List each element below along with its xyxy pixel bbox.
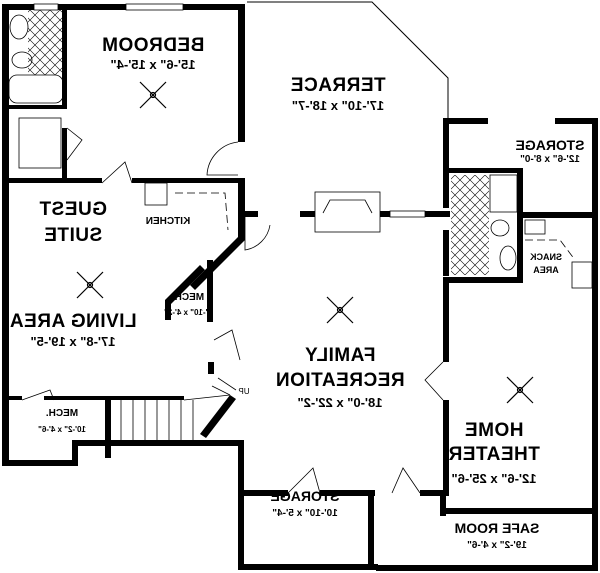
- walls: [2, 4, 598, 571]
- sink-icon: [144, 182, 168, 206]
- guest-suite-line2: SUITE: [43, 225, 103, 246]
- sink-icon: [499, 245, 517, 271]
- living-area-name: LIVING AREA: [9, 311, 137, 332]
- ceiling-fan-icon: [76, 271, 104, 299]
- door-swing-icon: [21, 389, 55, 401]
- storage-bottom-size: 10'-10" x 5'-4": [272, 508, 338, 519]
- mech-small-size: 4'-10" x 4'-2": [164, 308, 212, 317]
- door-swing-icon: [391, 467, 421, 494]
- shower-icon: [489, 174, 518, 213]
- bedroom-size: 15'-6" x 15'-4": [110, 57, 196, 72]
- home-theater-size: 12'-6" x 25'-6": [451, 471, 537, 486]
- ceiling-fan-icon: [326, 296, 354, 324]
- home-theater-line1: HOME: [464, 420, 524, 441]
- mech-small-name: MECH.: [171, 292, 205, 303]
- bathtub-icon: [8, 74, 64, 104]
- tile-floor: [451, 175, 489, 275]
- toilet-icon: [490, 219, 510, 237]
- bedroom-name: BEDROOM: [101, 35, 205, 56]
- family-line1: FAMILY: [304, 345, 376, 366]
- home-theater-line2: THEATER: [448, 444, 540, 465]
- stairs-up-label: UP: [238, 387, 250, 396]
- door-swing-icon: [66, 127, 83, 161]
- storage-top-name: STORAGE: [515, 137, 585, 153]
- terrace-size: 17'-10" x 18'-7": [291, 98, 385, 113]
- guest-suite-line1: GUEST: [39, 199, 107, 220]
- mech-large-size: 10'-2" x 4'-6": [38, 425, 86, 434]
- snack-area-line1: SNACK: [529, 252, 563, 262]
- terrace-name: TERRACE: [290, 75, 386, 96]
- tile-floor: [28, 10, 62, 75]
- door-swing-icon: [213, 329, 241, 361]
- fireplace-icon: [314, 191, 381, 233]
- family-size: 18'-0" x 22'-2": [297, 395, 383, 410]
- sink-icon: [9, 14, 29, 40]
- safe-room-size: 19'-2" x 4'-6": [467, 540, 527, 551]
- door-swing-icon: [244, 217, 271, 251]
- mech-large-name: MECH.: [45, 408, 79, 419]
- snack-area-line2: AREA: [533, 265, 559, 275]
- door-swing-icon: [101, 161, 133, 184]
- storage-top-size: 12'-6" x 8'-0": [520, 154, 580, 165]
- stairs: [120, 377, 237, 440]
- door-swing-icon: [206, 141, 239, 176]
- door-swing-icon: [287, 467, 321, 494]
- door-swing-icon: [424, 361, 444, 401]
- safe-room-name: SAFE ROOM: [454, 520, 540, 536]
- family-line2: RECREATION: [275, 370, 405, 391]
- ceiling-fan-icon: [506, 376, 534, 404]
- living-area-size: 17'-8" x 19'-5": [30, 334, 116, 349]
- storage-bottom-name: STORAGE: [270, 488, 340, 504]
- ceiling-fan-icon: [139, 81, 167, 109]
- terrace-outline: [247, 1, 449, 118]
- kitchen-name: KITCHEN: [145, 216, 191, 227]
